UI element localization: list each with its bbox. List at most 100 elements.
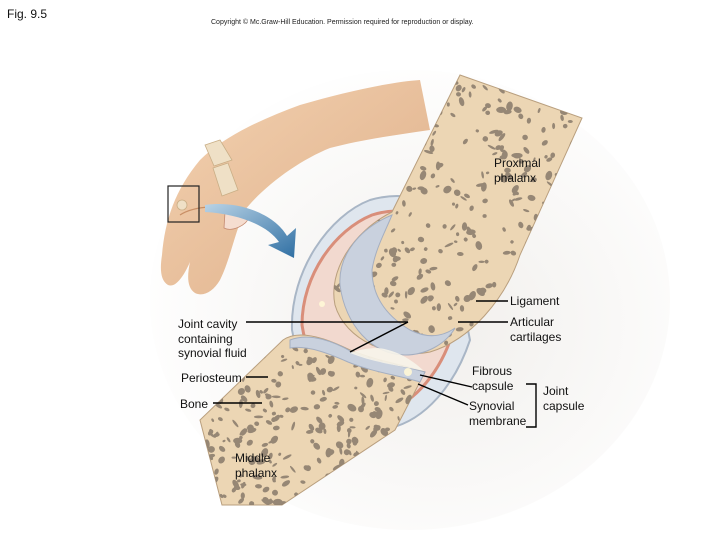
bone-pore — [497, 98, 502, 103]
bone-pore — [418, 268, 422, 275]
bone-pore — [450, 178, 455, 183]
bone-pore — [347, 403, 357, 412]
bone-pore — [407, 287, 415, 296]
bone-pore — [269, 400, 274, 408]
bone-pore — [530, 177, 537, 183]
label-proximal-phalanx: Proximal phalanx — [494, 156, 541, 185]
bone-pore — [417, 186, 425, 191]
bone-pore — [412, 187, 417, 190]
bone-pore — [567, 119, 573, 124]
bone-pore — [254, 421, 260, 426]
bone-pore — [401, 240, 405, 245]
bone-pore — [481, 171, 484, 179]
bone-pore — [281, 480, 291, 487]
bone-pore — [380, 256, 385, 261]
bone-pore — [487, 144, 496, 150]
leader-lines — [213, 300, 537, 428]
bone-pore — [460, 196, 467, 201]
bone-pore — [482, 106, 488, 112]
bone-pore — [535, 91, 540, 100]
bone-pore — [307, 356, 313, 362]
bone-pore — [395, 292, 401, 298]
bone-pore — [438, 249, 443, 254]
bone-pore — [390, 375, 396, 380]
bone-pore — [232, 419, 239, 428]
bone-pore — [428, 325, 435, 333]
bone-pore — [268, 459, 272, 464]
bone-pore — [253, 415, 264, 419]
bone-pore — [403, 311, 412, 319]
bone-pore — [496, 106, 506, 113]
bone-pore — [485, 103, 491, 109]
bone-pore — [250, 403, 256, 409]
bone-pore — [397, 416, 400, 421]
bone-pore — [256, 459, 266, 465]
bone-pore — [322, 389, 326, 396]
bone-pore — [213, 432, 220, 438]
bone-pore — [404, 291, 408, 299]
bone-pore — [395, 211, 399, 215]
bone-pore — [484, 259, 489, 264]
bone-pore — [444, 340, 449, 345]
bone-pore — [391, 276, 399, 282]
bone-pore — [432, 130, 437, 136]
bone-pore — [451, 202, 456, 206]
bone-pore — [234, 441, 241, 448]
bone-pore — [461, 222, 468, 231]
bone-pore — [382, 391, 390, 395]
bone-pore — [272, 425, 280, 431]
bone-pore — [568, 103, 574, 107]
bone-pore — [505, 172, 513, 181]
label-ligament: Ligament — [510, 294, 560, 308]
bone-pore — [518, 113, 524, 120]
bone-pore — [349, 417, 354, 422]
bone-pore — [394, 299, 398, 304]
bone-pore — [390, 307, 395, 310]
bone-pore — [305, 465, 312, 472]
bone-pore — [545, 170, 553, 181]
bone-pore — [456, 92, 461, 97]
bone-pore — [337, 415, 345, 423]
bone-pore — [541, 140, 548, 146]
bone-pore — [468, 91, 472, 98]
bone-pore — [265, 420, 273, 425]
bone-pore — [489, 129, 499, 134]
bone-pore — [455, 232, 460, 237]
bone-pore — [343, 449, 350, 456]
bone-pore — [420, 287, 429, 293]
bone-pore — [560, 114, 564, 122]
bone-pore — [245, 408, 252, 412]
bone-pore — [323, 428, 327, 434]
bone-pore — [303, 348, 308, 354]
bone-pore — [450, 224, 456, 231]
bone-pore — [485, 110, 491, 116]
bone-pore — [369, 429, 378, 438]
bone-pore — [272, 462, 278, 467]
bone-pore — [425, 223, 431, 228]
bone-pore — [310, 439, 315, 444]
bone-pore — [240, 483, 247, 487]
bone-pore — [420, 166, 427, 171]
bone-pore — [404, 247, 411, 254]
bone-pore — [214, 468, 219, 475]
bone-pore — [346, 443, 351, 449]
bone-pore — [277, 371, 283, 377]
bone-pore — [325, 354, 332, 360]
bone-pore — [511, 152, 522, 158]
bone-pore — [282, 397, 289, 401]
bone-pore — [392, 255, 399, 263]
bone-pore — [447, 303, 454, 310]
bone-pore — [355, 371, 361, 378]
bone-pore — [291, 421, 296, 431]
bone-pore — [529, 81, 537, 88]
bone-pore — [380, 428, 389, 436]
bone-pore — [563, 85, 573, 93]
bone-pore — [523, 209, 530, 213]
bone-pore — [370, 394, 374, 402]
bone-pore — [455, 327, 464, 332]
bone-pore — [334, 401, 340, 405]
bone-pore — [282, 454, 292, 460]
bone-pore — [333, 285, 341, 293]
bone-pore — [417, 236, 425, 243]
bone-pore — [246, 455, 249, 461]
